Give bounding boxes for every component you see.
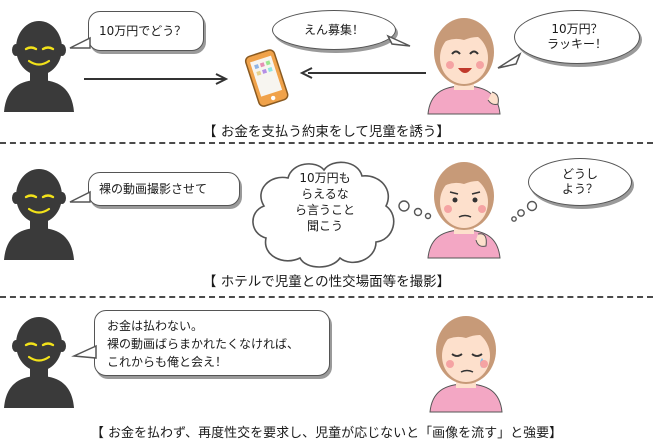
arrow-left-icon [299, 67, 426, 79]
man-figure-icon [4, 317, 74, 408]
girl-crying-icon [429, 316, 503, 413]
man-speech-text: お金は払わない。 裸の動画ばらまかれたくなければ、 これからも俺と会え！ [107, 319, 300, 369]
man-speech-text: 10万円でどう？ [99, 24, 187, 38]
girl-thought-bubble-small: どうし よう？ [528, 158, 632, 206]
separator-line [0, 142, 653, 144]
girl-speech-bubble: えん募集！ [272, 10, 396, 50]
man-figure-icon [4, 21, 74, 112]
scene-1-caption: 【 お金を支払う約束をして児童を誘う】 [203, 124, 450, 140]
girl-speech-text: えん募集！ [303, 22, 364, 37]
smartphone-icon [244, 49, 289, 107]
speech-tail-icon [497, 52, 522, 69]
scene-3-caption: 【 お金を払わず、再度性交を要求し、児童が応じないと「画像を流す」と強要】 [90, 426, 563, 441]
girl-worried-icon [427, 162, 501, 259]
man-speech-bubble: 10万円でどう？ [88, 11, 204, 51]
man-speech-bubble: お金は払わない。 裸の動画ばらまかれたくなければ、 これからも俺と会え！ [94, 310, 330, 376]
man-figure-icon [4, 169, 74, 260]
scene-3-panel: お金は払わない。 裸の動画ばらまかれたくなければ、 これからも俺と会え！ 【 お… [0, 298, 653, 444]
girl-thought-text: 10万円？ ラッキー！ [546, 22, 607, 51]
scene-2-panel: 裸の動画撮影させて 10万円も らえるな ら言うこと 聞こう [0, 146, 653, 294]
thought-dots-icon [511, 200, 538, 222]
speech-tail-icon [69, 190, 91, 203]
arrow-right-icon [84, 73, 229, 85]
speech-tail-icon [386, 34, 411, 47]
scene-1-panel: 10万円でどう？ え [0, 0, 653, 142]
separator-line [0, 296, 653, 298]
girl-thought-text: 10万円も らえるな ら言うこと 聞こう [294, 171, 355, 233]
man-speech-bubble: 裸の動画撮影させて [88, 172, 240, 206]
girl-smiling-icon [427, 18, 501, 115]
scene-2-caption: 【 ホテルで児童との性交場面等を撮影】 [202, 274, 451, 290]
girl-thought-small-text: どうし よう？ [561, 167, 598, 196]
speech-tail-icon [71, 344, 97, 359]
girl-thought-bubble: 10万円？ ラッキー！ [514, 10, 640, 64]
speech-tail-icon [69, 36, 91, 49]
man-speech-text: 裸の動画撮影させて [99, 182, 208, 196]
thought-dots-icon [398, 200, 432, 220]
thought-cloud-icon [252, 161, 395, 268]
